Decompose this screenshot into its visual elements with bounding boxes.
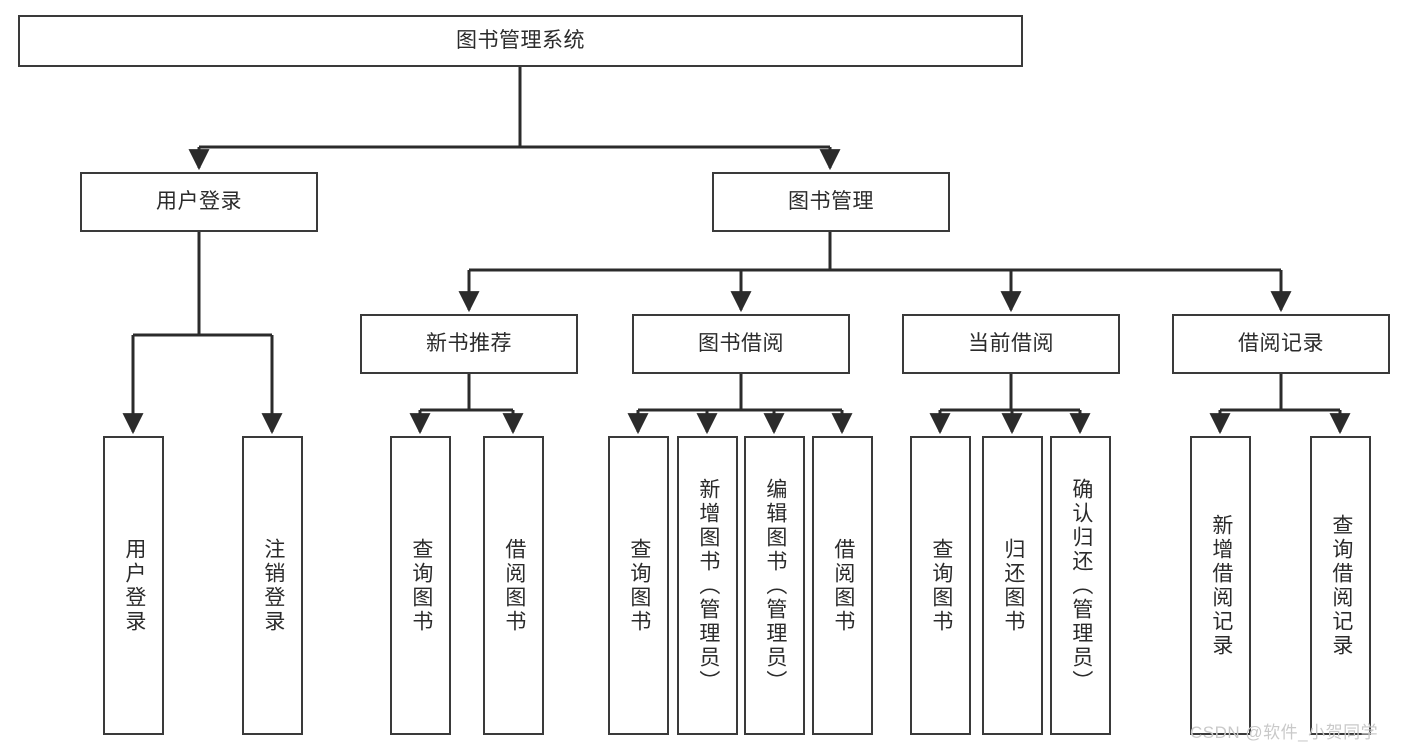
leaf-logout[interactable]: 注销登录	[242, 436, 303, 735]
leaf-query-book-current-label: 查询图书	[929, 537, 953, 634]
leaf-borrow-book[interactable]: 借阅图书	[812, 436, 873, 735]
leaf-edit-book-admin-label: 编辑图书（管理员）	[763, 477, 787, 694]
leaf-logout-label: 注销登录	[261, 537, 285, 634]
leaf-add-borrow-record-label: 新增借阅记录	[1209, 513, 1233, 658]
leaf-return-book-label: 归还图书	[1001, 537, 1025, 634]
node-current-borrow-label: 当前借阅	[968, 331, 1054, 355]
leaf-user-login[interactable]: 用户登录	[103, 436, 164, 735]
leaf-query-borrow-record[interactable]: 查询借阅记录	[1310, 436, 1371, 735]
leaf-confirm-return-admin[interactable]: 确认归还（管理员）	[1050, 436, 1111, 735]
node-borrow-record[interactable]: 借阅记录	[1172, 314, 1390, 374]
leaf-add-book-admin[interactable]: 新增图书（管理员）	[677, 436, 738, 735]
leaf-query-book-rec-label: 查询图书	[409, 537, 433, 634]
leaf-add-book-admin-label: 新增图书（管理员）	[696, 477, 720, 694]
leaf-query-book-borrow-label: 查询图书	[627, 537, 651, 634]
leaf-borrow-book-rec[interactable]: 借阅图书	[483, 436, 544, 735]
leaf-user-login-label: 用户登录	[122, 537, 146, 634]
csdn-watermark: CSDN @软件_小贺同学	[1190, 723, 1379, 742]
leaf-borrow-book-label: 借阅图书	[831, 537, 855, 634]
leaf-query-book-rec[interactable]: 查询图书	[390, 436, 451, 735]
node-user-login-label: 用户登录	[156, 189, 242, 213]
leaf-confirm-return-admin-label: 确认归还（管理员）	[1069, 477, 1093, 694]
leaf-query-book-current[interactable]: 查询图书	[910, 436, 971, 735]
leaf-add-borrow-record[interactable]: 新增借阅记录	[1190, 436, 1251, 735]
node-new-book-recommend-label: 新书推荐	[426, 331, 512, 355]
leaf-return-book[interactable]: 归还图书	[982, 436, 1043, 735]
node-root-label: 图书管理系统	[456, 28, 585, 52]
node-root[interactable]: 图书管理系统	[18, 15, 1023, 67]
node-borrow-record-label: 借阅记录	[1238, 331, 1324, 355]
node-current-borrow[interactable]: 当前借阅	[902, 314, 1120, 374]
node-user-login[interactable]: 用户登录	[80, 172, 318, 232]
node-book-borrow-label: 图书借阅	[698, 331, 784, 355]
leaf-borrow-book-rec-label: 借阅图书	[502, 537, 526, 634]
node-book-borrow[interactable]: 图书借阅	[632, 314, 850, 374]
node-book-management-label: 图书管理	[788, 189, 874, 213]
node-new-book-recommend[interactable]: 新书推荐	[360, 314, 578, 374]
leaf-query-book-borrow[interactable]: 查询图书	[608, 436, 669, 735]
leaf-edit-book-admin[interactable]: 编辑图书（管理员）	[744, 436, 805, 735]
leaf-query-borrow-record-label: 查询借阅记录	[1329, 513, 1353, 658]
node-book-management[interactable]: 图书管理	[712, 172, 950, 232]
